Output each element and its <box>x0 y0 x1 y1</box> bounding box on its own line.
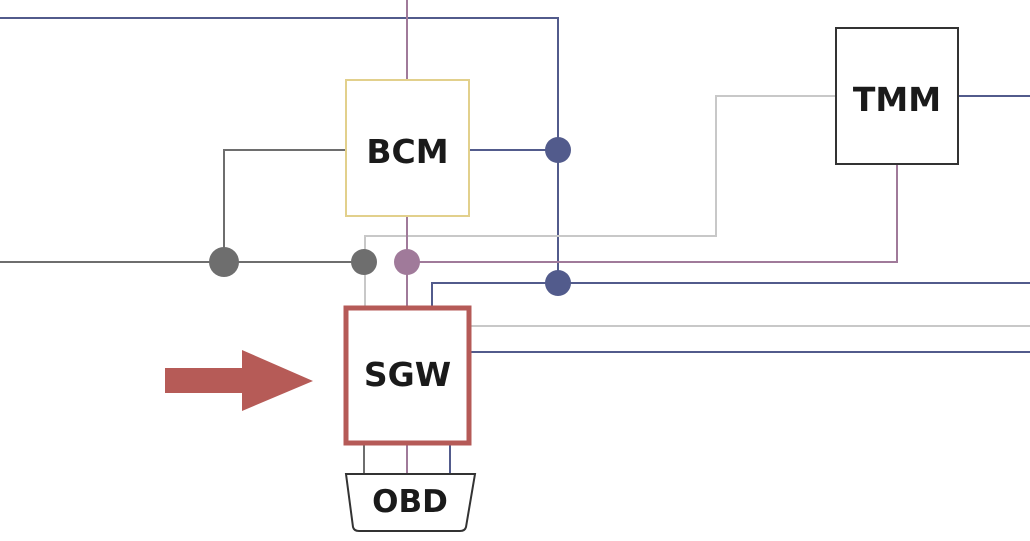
arrow-right-icon <box>165 350 313 411</box>
blue-bus-sgw-top <box>431 282 1030 308</box>
sgw-label: SGW <box>364 355 451 394</box>
bcm-label: BCM <box>366 132 448 171</box>
tmm-module: TMM <box>835 27 959 165</box>
gray-node-small <box>351 249 377 275</box>
gray-branch-bcm <box>223 149 346 262</box>
blue-node-lower <box>545 270 571 296</box>
sgw-module: SGW <box>343 305 472 446</box>
bus-lines <box>0 0 1030 474</box>
obd-connector: OBD <box>344 473 477 532</box>
purple-node <box>394 249 420 275</box>
bcm-module: BCM <box>345 79 470 217</box>
blue-bus-top <box>0 17 559 283</box>
junction-nodes <box>209 137 571 296</box>
obd-label: OBD <box>372 484 448 520</box>
tmm-label: TMM <box>853 80 941 119</box>
purple-bus-tmm <box>407 164 898 263</box>
blue-node-upper <box>545 137 571 163</box>
gray-node-large <box>209 247 239 277</box>
